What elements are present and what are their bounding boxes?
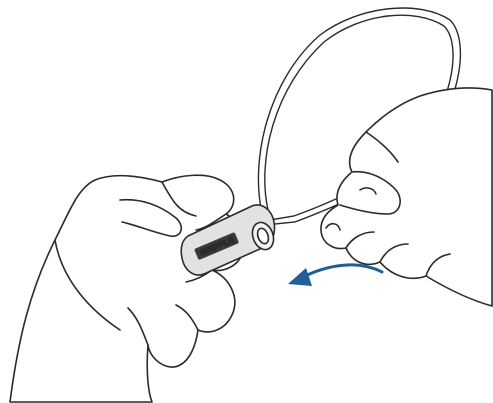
- left-hand-icon: [10, 175, 244, 402]
- curved-arrow-icon: [288, 265, 382, 286]
- right-hand-icon: [321, 88, 492, 306]
